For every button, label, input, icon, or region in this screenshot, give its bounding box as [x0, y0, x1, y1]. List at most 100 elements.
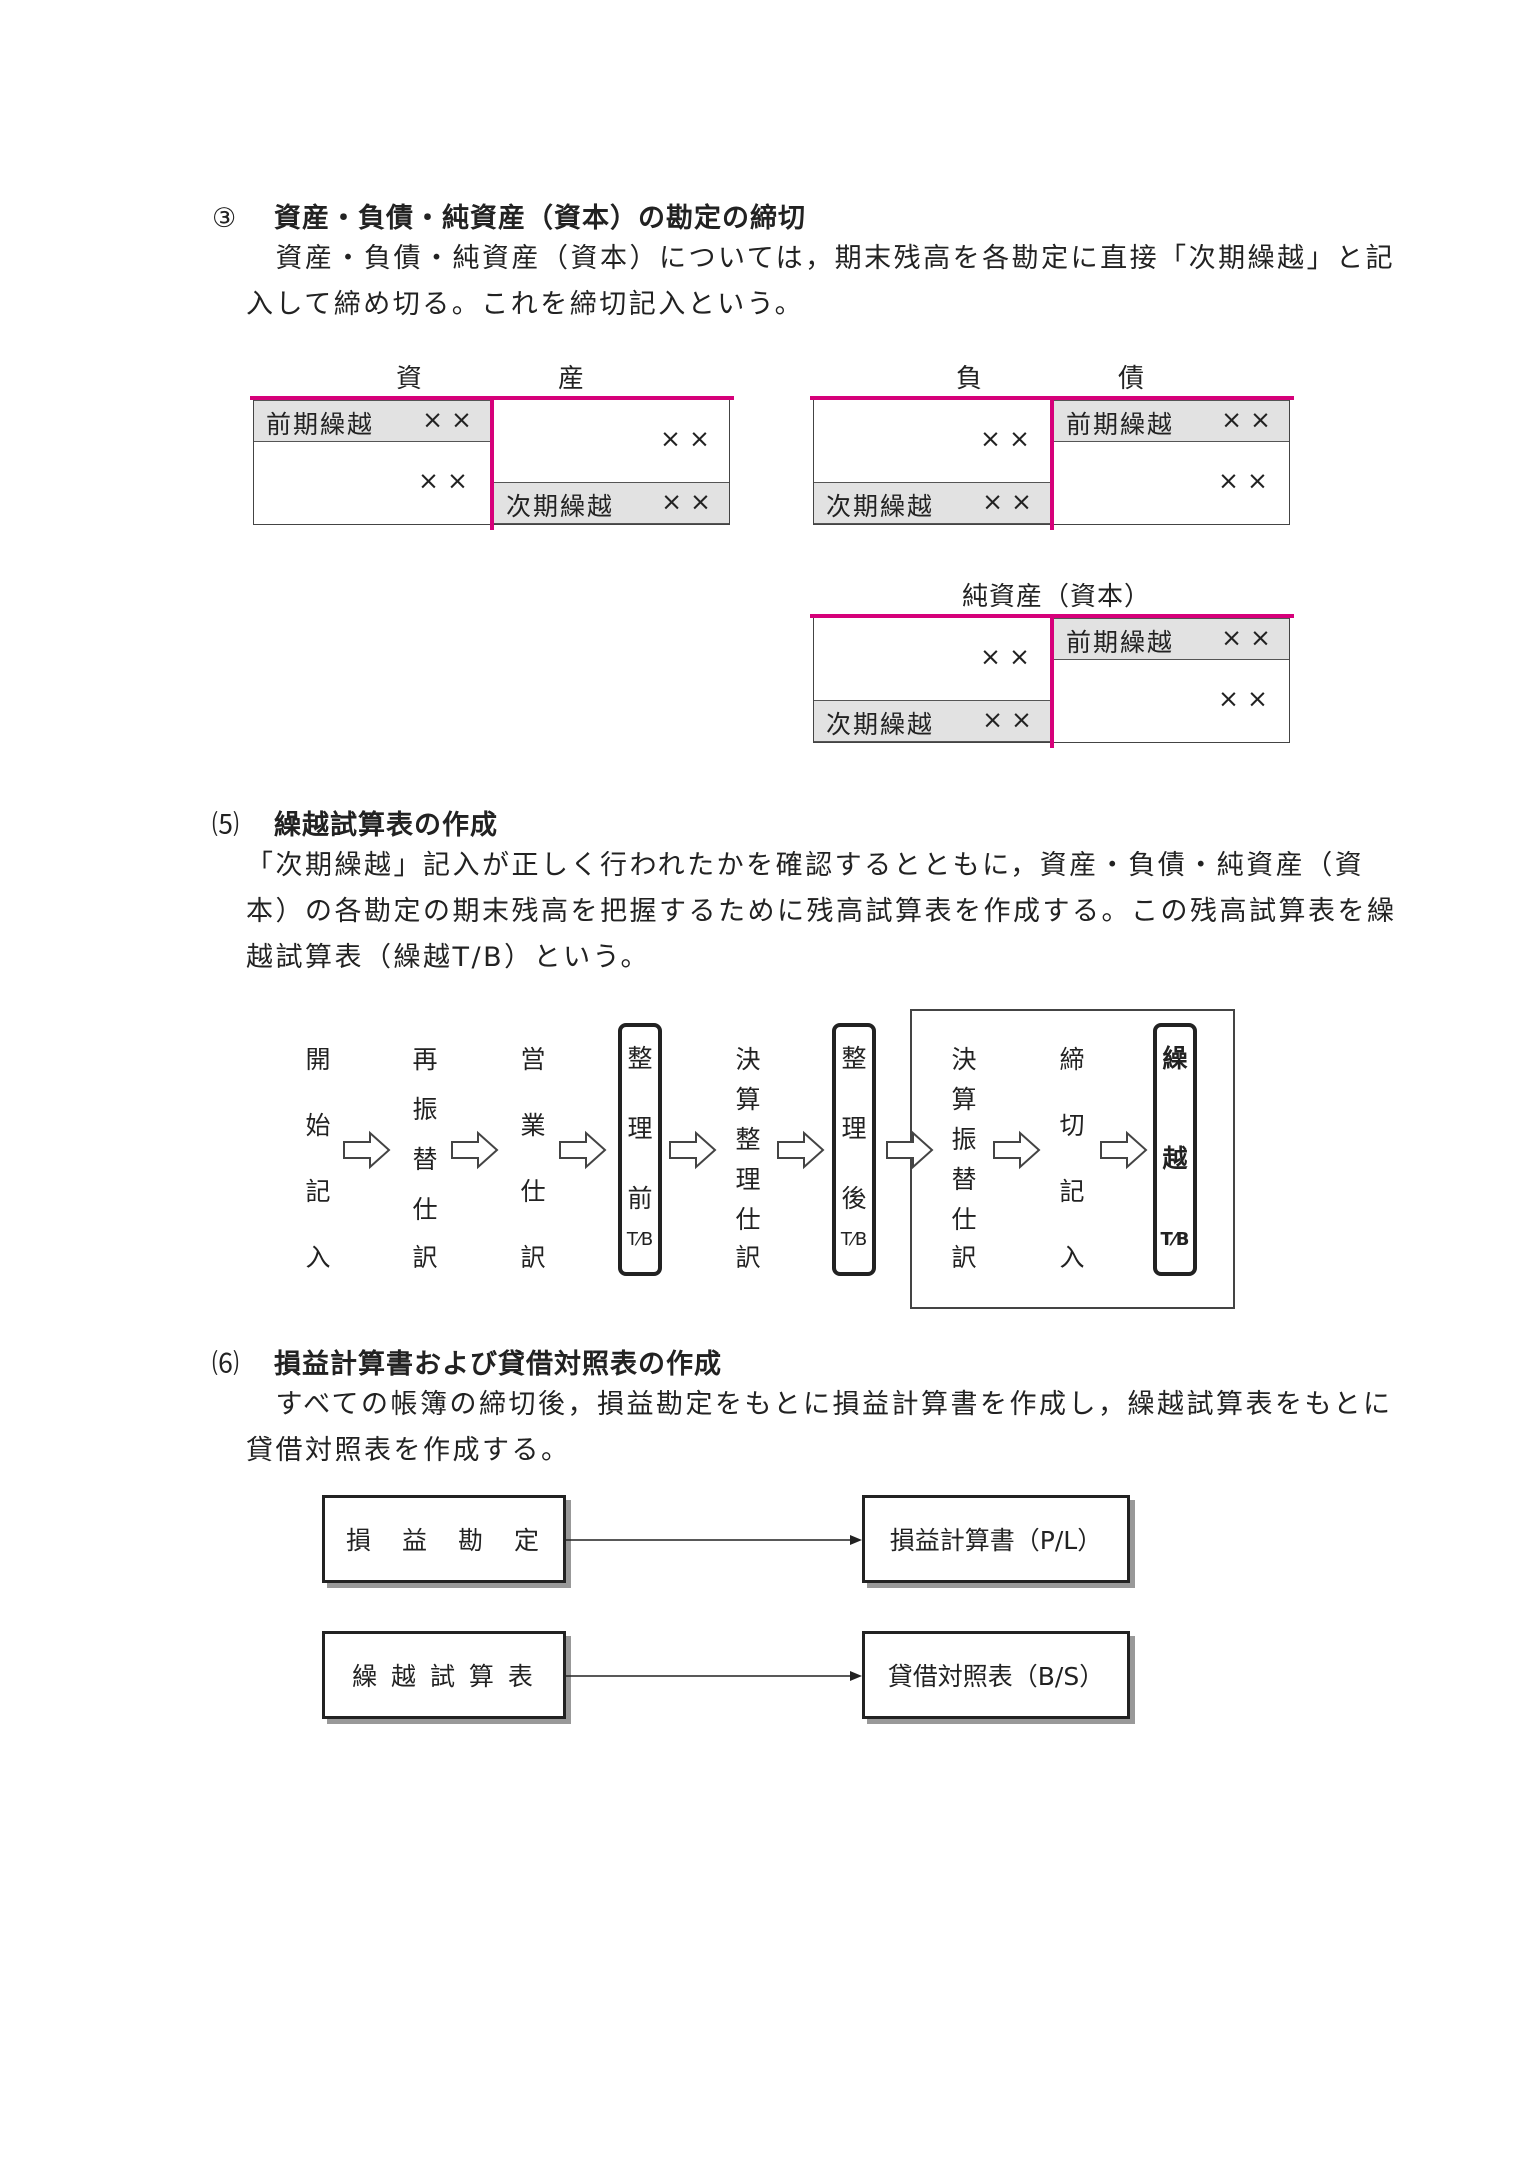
flow-step5-char: 仕 [735, 1205, 761, 1234]
section3-number: ③ [212, 203, 238, 234]
section3-line-2: 入して締め切る。これを締切記入という。 [246, 289, 805, 320]
flow-step9-char: 越 [1162, 1144, 1188, 1173]
equity-center-rule [1050, 614, 1054, 748]
equity-jiki-row: 次期繰越 ×× [814, 700, 1050, 742]
flow-step2-char: 再 [412, 1045, 438, 1074]
section6-paragraph: すべての帳簿の締切後，損益勘定をもとに損益計算書を作成し，繰越試算表をもとに 貸… [246, 1382, 1392, 1474]
tb-bottom: B [1175, 1229, 1190, 1250]
flow-step5-char: 算 [735, 1085, 761, 1114]
liability-account-title: 負 債 [956, 364, 1146, 394]
asset-jiki-label: 次期繰越 [506, 492, 615, 521]
flow-step7-char: 決 [951, 1045, 977, 1074]
flow-step4-char: 前 [627, 1184, 653, 1213]
flow-step7-char: 振 [951, 1125, 977, 1154]
flow-step5-char: 整 [735, 1125, 761, 1154]
flow-step7-char: 訳 [951, 1243, 977, 1272]
flow-step-post-adjustment-tb: 整 理 後 T⁄B [832, 1023, 876, 1276]
flow-step4-tb-mark: T⁄B [626, 1229, 654, 1250]
flow-step3-char: 営 [520, 1045, 546, 1074]
section5-title: 繰越試算表の作成 [274, 810, 498, 841]
flow-arrow-icon [669, 1130, 717, 1170]
liability-jiki-label: 次期繰越 [826, 492, 935, 521]
flow-arrow-icon [1100, 1130, 1148, 1170]
liability-zenki-amount: ×× [1221, 405, 1279, 434]
equity-zenki-label: 前期繰越 [1066, 628, 1175, 657]
equity-zenki-row: 前期繰越 ×× [1054, 618, 1289, 660]
equity-account-title: 純資産（資本） [962, 582, 1152, 612]
equity-jiki-label: 次期繰越 [826, 710, 935, 739]
section5-number: ⑸ [212, 810, 240, 841]
tb-top: T [840, 1229, 852, 1250]
section6-line-1: すべての帳簿の締切後，損益勘定をもとに損益計算書を作成し，繰越試算表をもとに [246, 1389, 1393, 1420]
flow-step7-char: 仕 [951, 1205, 977, 1234]
equity-jiki-amount: ×× [982, 705, 1040, 734]
bs-arrow-icon [566, 1671, 862, 1681]
section6-heading: ⑹ 損益計算書および貸借対照表の作成 [212, 1342, 722, 1381]
asset-account-title: 資 産 [396, 364, 586, 394]
tb-bottom: B [640, 1229, 654, 1250]
equity-debit-amount: ×× [980, 642, 1038, 671]
flow-step8-char: 締 [1059, 1045, 1085, 1074]
liability-debit-amount: ×× [980, 424, 1038, 453]
flow-step2-char: 訳 [412, 1243, 438, 1272]
flow-step3-char: 訳 [520, 1243, 546, 1272]
flow-step5-char: 訳 [735, 1243, 761, 1272]
flow-step6-char: 後 [841, 1184, 867, 1213]
pl-arrow-icon [566, 1535, 862, 1545]
section6-number: ⑹ [212, 1349, 240, 1380]
section5-line-1: 「次期繰越」記入が正しく行われたかを確認するとともに，資産・負債・純資産（資 [246, 850, 1365, 881]
bs-source-box: 繰 越 試 算 表 [322, 1631, 566, 1719]
flow-step7-char: 替 [951, 1165, 977, 1194]
flow-step9-tb-mark: T⁄B [1160, 1229, 1190, 1250]
liability-jiki-row: 次期繰越 ×× [814, 482, 1050, 524]
asset-zenki-amount: ×× [422, 405, 480, 434]
flow-step6-tb-mark: T⁄B [840, 1229, 868, 1250]
flow-step2-char: 替 [412, 1145, 438, 1174]
asset-jiki-row: 次期繰越 ×× [494, 482, 729, 524]
flow-step1-char: 記 [305, 1177, 331, 1206]
liability-credit-total: ×× [1218, 466, 1276, 495]
flow-step7-char: 算 [951, 1085, 977, 1114]
asset-center-rule [490, 396, 494, 530]
section3-heading: ③ 資産・負債・純資産（資本）の勘定の締切 [212, 196, 806, 235]
flow-arrow-icon [886, 1130, 934, 1170]
section5-line-3: 越試算表（繰越T/B）という。 [246, 942, 650, 973]
liability-center-rule [1050, 396, 1054, 530]
pl-source-box: 損 益 勘 定 [322, 1495, 566, 1583]
flow-step-pre-adjustment-tb: 整 理 前 T⁄B [618, 1023, 662, 1276]
flow-step5-char: 決 [735, 1045, 761, 1074]
section3-title: 資産・負債・純資産（資本）の勘定の締切 [274, 203, 806, 234]
section5-line-2: 本）の各勘定の期末残高を把握するために残高試算表を作成する。この残高試算表を繰 [246, 896, 1397, 927]
flow-step-carried-forward-tb: 繰 越 T⁄B [1153, 1023, 1197, 1276]
liability-zenki-label: 前期繰越 [1066, 410, 1175, 439]
tb-bottom: B [854, 1229, 868, 1250]
tb-top: T [1160, 1229, 1173, 1250]
flow-step4-char: 理 [627, 1114, 653, 1143]
asset-credit-amount: ×× [660, 424, 718, 453]
flow-step4-char: 整 [627, 1044, 653, 1073]
section6-line-2: 貸借対照表を作成する。 [246, 1435, 571, 1466]
flow-step3-char: 仕 [520, 1177, 546, 1206]
pl-target-box: 損益計算書（P/L） [862, 1495, 1130, 1583]
flow-step9-char: 繰 [1162, 1044, 1188, 1073]
flow-arrow-icon [343, 1130, 391, 1170]
flow-step6-char: 理 [841, 1114, 867, 1143]
flow-step5-char: 理 [735, 1165, 761, 1194]
tb-top: T [626, 1229, 638, 1250]
flow-arrow-icon [559, 1130, 607, 1170]
section5-paragraph: 「次期繰越」記入が正しく行われたかを確認するとともに，資産・負債・純資産（資 本… [246, 843, 1397, 981]
flow-step8-char: 記 [1059, 1177, 1085, 1206]
asset-zenki-label: 前期繰越 [266, 410, 375, 439]
asset-zenki-row: 前期繰越 ×× [254, 400, 490, 442]
section6-title: 損益計算書および貸借対照表の作成 [274, 1349, 722, 1380]
asset-jiki-amount: ×× [661, 487, 719, 516]
flow-arrow-icon [451, 1130, 499, 1170]
section3-paragraph: 資産・負債・純資産（資本）については，期末残高を各勘定に直接「次期繰越」と記 入… [246, 236, 1395, 328]
flow-step8-char: 切 [1059, 1111, 1085, 1140]
flow-arrow-icon [777, 1130, 825, 1170]
flow-arrow-icon [993, 1130, 1041, 1170]
flow-step3-char: 業 [520, 1111, 546, 1140]
asset-debit-total: ×× [418, 466, 476, 495]
flow-step1-char: 入 [305, 1243, 331, 1272]
flow-step1-char: 開 [305, 1045, 331, 1074]
